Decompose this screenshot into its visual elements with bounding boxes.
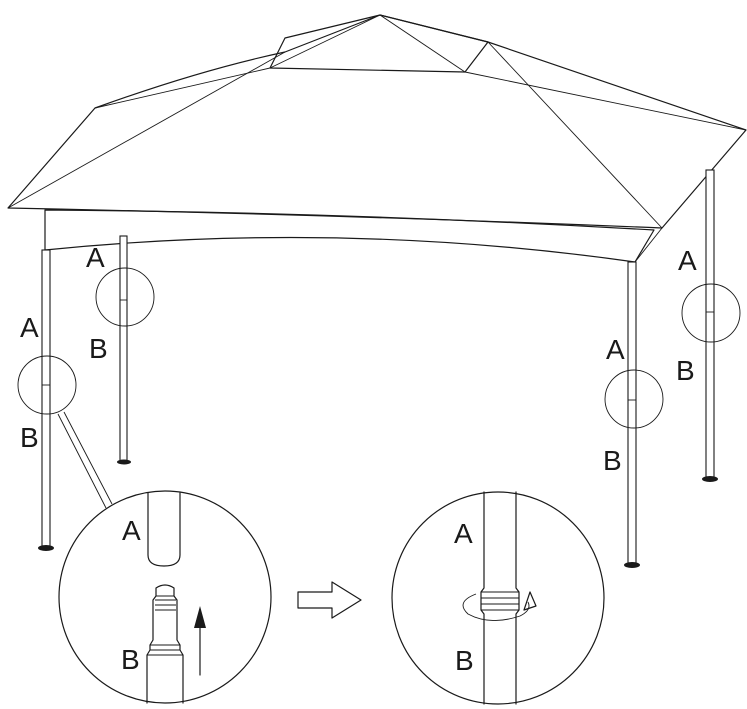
leader-line-2	[57, 413, 107, 509]
callout-circle-back-right	[681, 283, 741, 343]
pole-front-left	[38, 249, 54, 551]
valance	[44, 209, 655, 263]
label-b-detail-before: B	[121, 644, 140, 675]
canopy	[7, 14, 747, 263]
callout-circle-front-right	[604, 369, 664, 429]
tube-joined	[480, 491, 485, 705]
label-b-front-left: B	[20, 422, 39, 453]
label-b-back-right: B	[676, 355, 695, 386]
vent-cap	[269, 14, 489, 73]
roof-outline	[7, 14, 747, 229]
pole-back-right	[702, 169, 718, 482]
label-a-back-left: A	[86, 242, 105, 273]
label-a-detail-before: A	[122, 515, 141, 546]
vent-ridge-2	[379, 14, 466, 73]
tube-b-threaded	[146, 584, 184, 704]
rotate-arrow-icon	[462, 591, 537, 621]
thread-line	[155, 595, 176, 611]
label-a-detail-after: A	[454, 518, 473, 549]
label-a-front-right: A	[606, 334, 625, 365]
roof-ridge-front-left	[7, 51, 286, 209]
label-b-detail-after: B	[455, 645, 474, 676]
detail-after	[391, 491, 605, 705]
pole-front-right	[624, 261, 640, 568]
pole-back-left	[117, 235, 131, 465]
label-a-front-left: A	[20, 312, 39, 343]
labels: A B A B A B A B A B A B	[20, 242, 697, 676]
label-a-back-right: A	[678, 245, 697, 276]
roof-ridge-back-right	[464, 71, 747, 131]
roof-ridge-front-right	[487, 41, 663, 229]
collar-line	[147, 644, 183, 656]
label-b-back-left: B	[89, 333, 108, 364]
tube-a-upper	[147, 492, 181, 567]
leader-line-1	[63, 411, 113, 505]
roof-ridge-back-left	[94, 67, 271, 109]
label-b-front-right: B	[603, 445, 622, 476]
vent-ridge-1	[269, 14, 381, 69]
hollow-right-arrow-icon	[297, 581, 362, 619]
up-arrow-icon	[194, 606, 206, 676]
detail-before	[58, 490, 272, 704]
callout-circle-back-left	[95, 267, 155, 327]
valance-right-edge	[634, 227, 663, 263]
callout-circle-front-left	[17, 355, 77, 415]
